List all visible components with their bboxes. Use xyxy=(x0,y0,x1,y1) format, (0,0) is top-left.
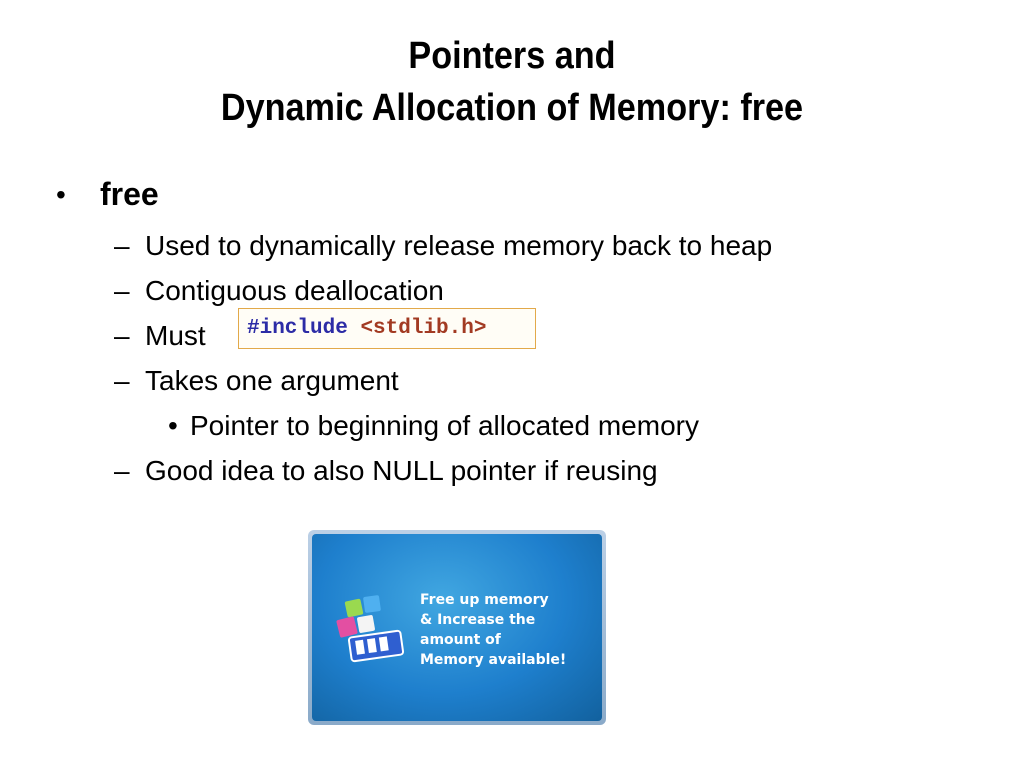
bullet-text: Pointer to beginning of allocated memory xyxy=(190,410,699,441)
bullet-text: Takes one argument xyxy=(145,365,399,396)
promo-caption: Free up memory & Increase the amount of … xyxy=(420,590,590,670)
promo-panel: Free up memory & Increase the amount of … xyxy=(312,534,602,721)
code-keyword: #include xyxy=(247,317,348,340)
bullet-dot-icon: • xyxy=(56,179,66,210)
free-memory-image: Free up memory & Increase the amount of … xyxy=(308,530,606,725)
slide-title: Pointers and Dynamic Allocation of Memor… xyxy=(51,30,973,134)
promo-line: amount of xyxy=(420,632,501,648)
bullet-dash-icon: – xyxy=(114,230,130,261)
bullet-text: Must xyxy=(145,320,206,351)
promo-line: & Increase the xyxy=(420,612,536,628)
code-header: <stdlib.h> xyxy=(360,317,487,340)
promo-line: Free up memory xyxy=(420,592,549,608)
promo-line: Memory available! xyxy=(420,652,567,668)
bullet-dash-icon: – xyxy=(114,275,130,306)
bullet-text: Used to dynamically release memory back … xyxy=(145,230,773,261)
bullet-dot-icon: • xyxy=(168,410,178,441)
bullet-text: free xyxy=(100,176,159,212)
bullet-text: Contiguous deallocation xyxy=(145,275,444,306)
bullet-dash-icon: – xyxy=(114,320,130,351)
bullet-text: Good idea to also NULL pointer if reusin… xyxy=(145,455,658,486)
memory-chip-icon xyxy=(336,595,405,663)
title-line-2: Dynamic Allocation of Memory: free xyxy=(220,87,804,129)
bullet-dash-icon: – xyxy=(114,455,130,486)
include-stdlib-snippet: #include <stdlib.h> xyxy=(238,308,536,349)
title-line-1: Pointers and xyxy=(408,35,616,77)
bullet-dash-icon: – xyxy=(114,365,130,396)
